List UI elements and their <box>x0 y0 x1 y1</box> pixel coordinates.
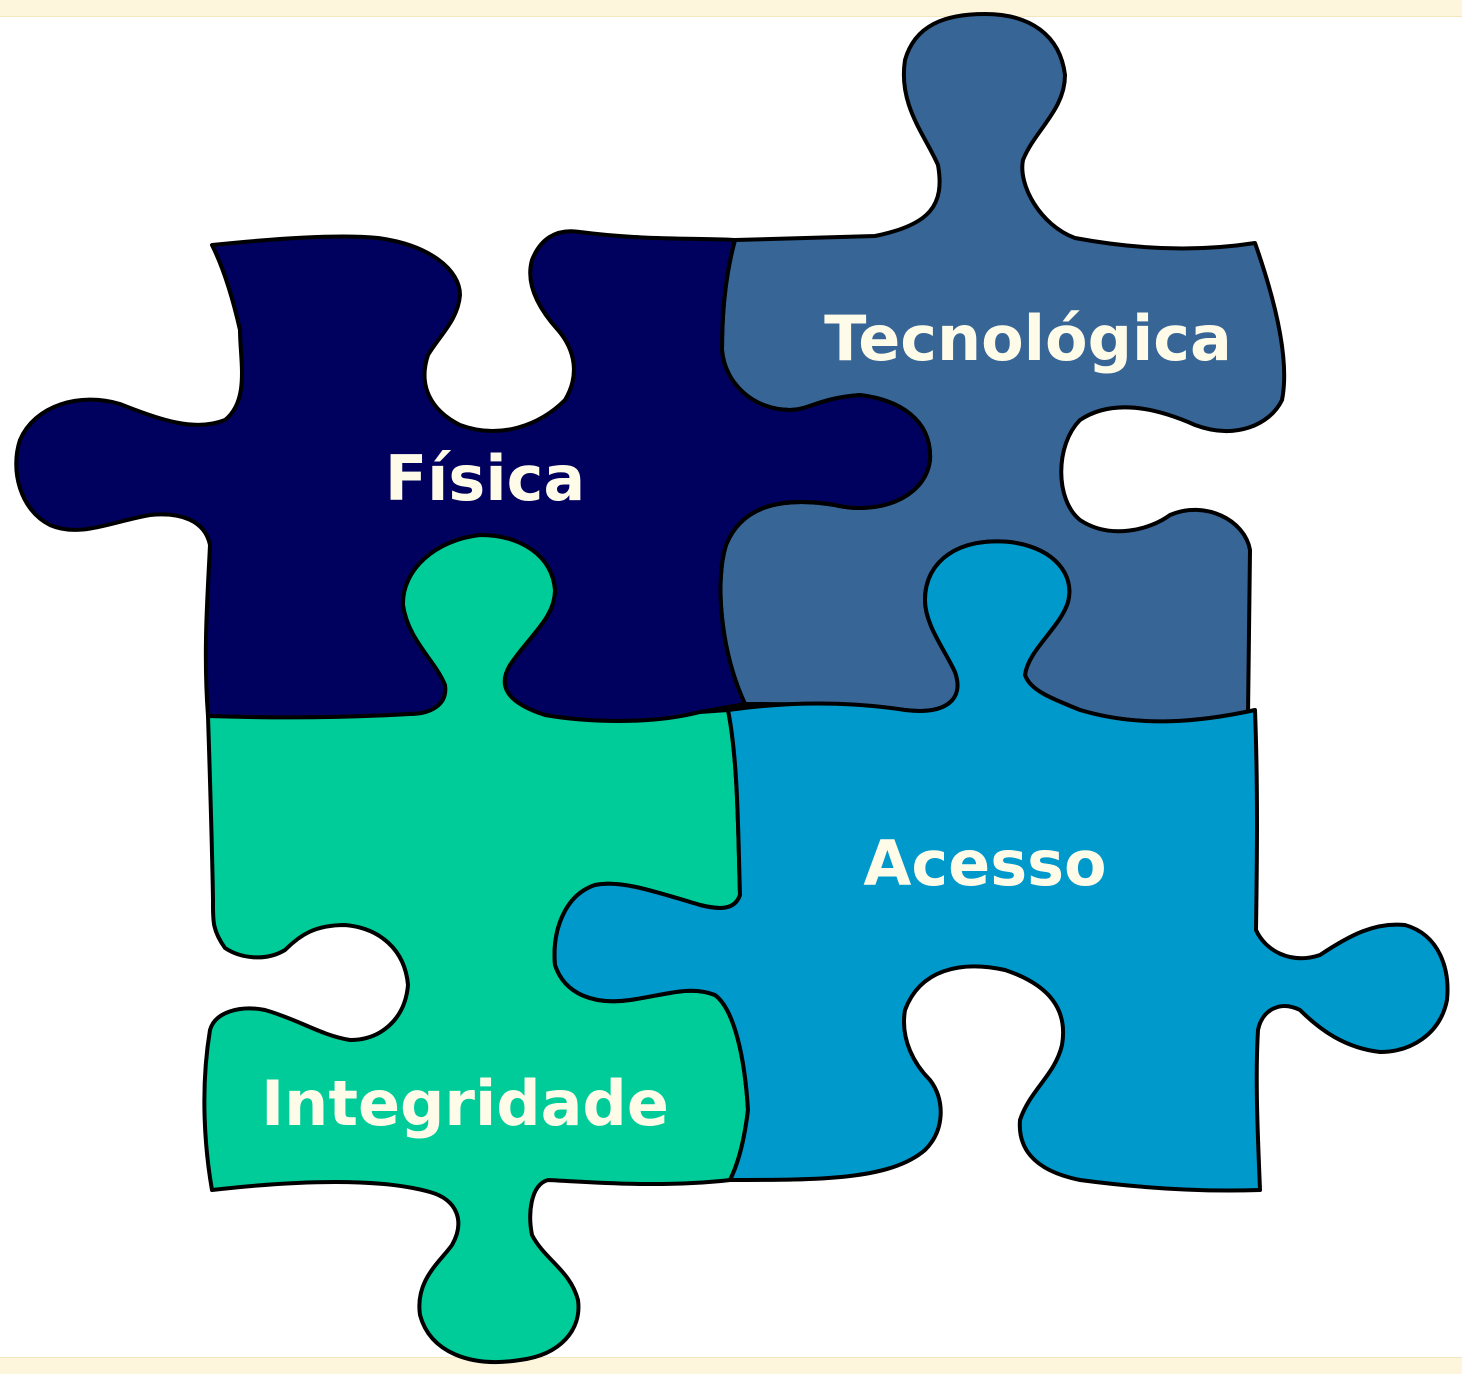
label-tecnologica: Tecnológica <box>824 302 1232 375</box>
puzzle-piece-acesso <box>552 539 1450 1193</box>
label-integridade: Integridade <box>261 1067 669 1140</box>
puzzle-piece-integridade <box>202 533 750 1365</box>
top-decorative-band <box>0 0 1462 17</box>
bottom-decorative-band <box>0 1357 1462 1374</box>
label-fisica: Física <box>385 442 585 515</box>
label-acesso: Acesso <box>863 827 1106 900</box>
